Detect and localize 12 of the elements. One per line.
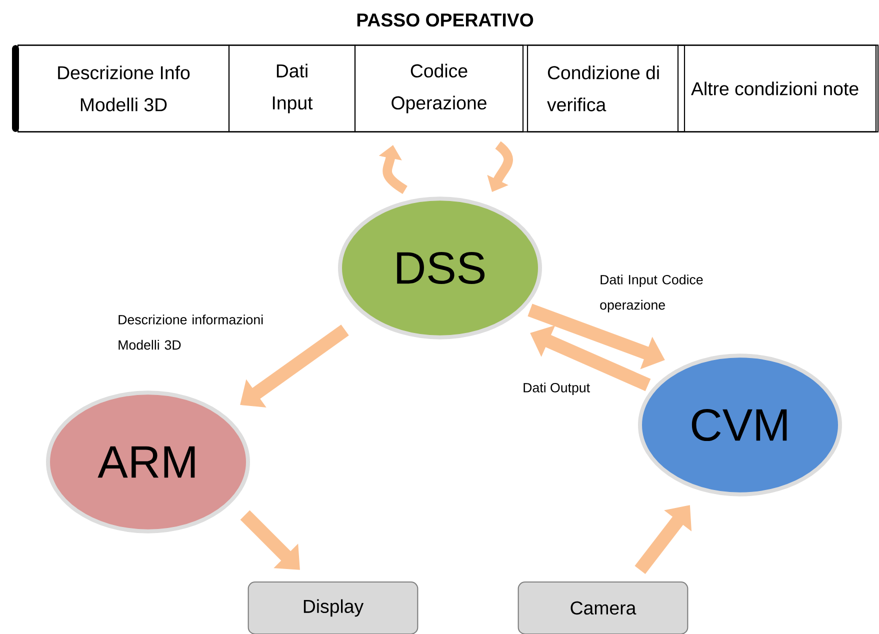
block-arrow xyxy=(240,510,300,570)
device-box: Display xyxy=(248,581,418,634)
table-cell: Condizione di verifica xyxy=(526,44,686,132)
edge-label: Descrizione informazioni Modelli 3D xyxy=(118,314,263,350)
edge-label: Dati Output xyxy=(524,382,590,396)
table-cell: Codice Operazione xyxy=(354,44,524,132)
table-cell: Descrizione Info Modelli 3D xyxy=(17,44,230,132)
table-cell: Dati Input xyxy=(228,44,356,132)
edge-label: Dati Input Codice operazione xyxy=(600,274,703,312)
table-cell: Altre condizioni note xyxy=(677,44,877,132)
table-title: PASSO OPERATIVO xyxy=(357,13,534,27)
device-box: Camera xyxy=(518,581,688,634)
